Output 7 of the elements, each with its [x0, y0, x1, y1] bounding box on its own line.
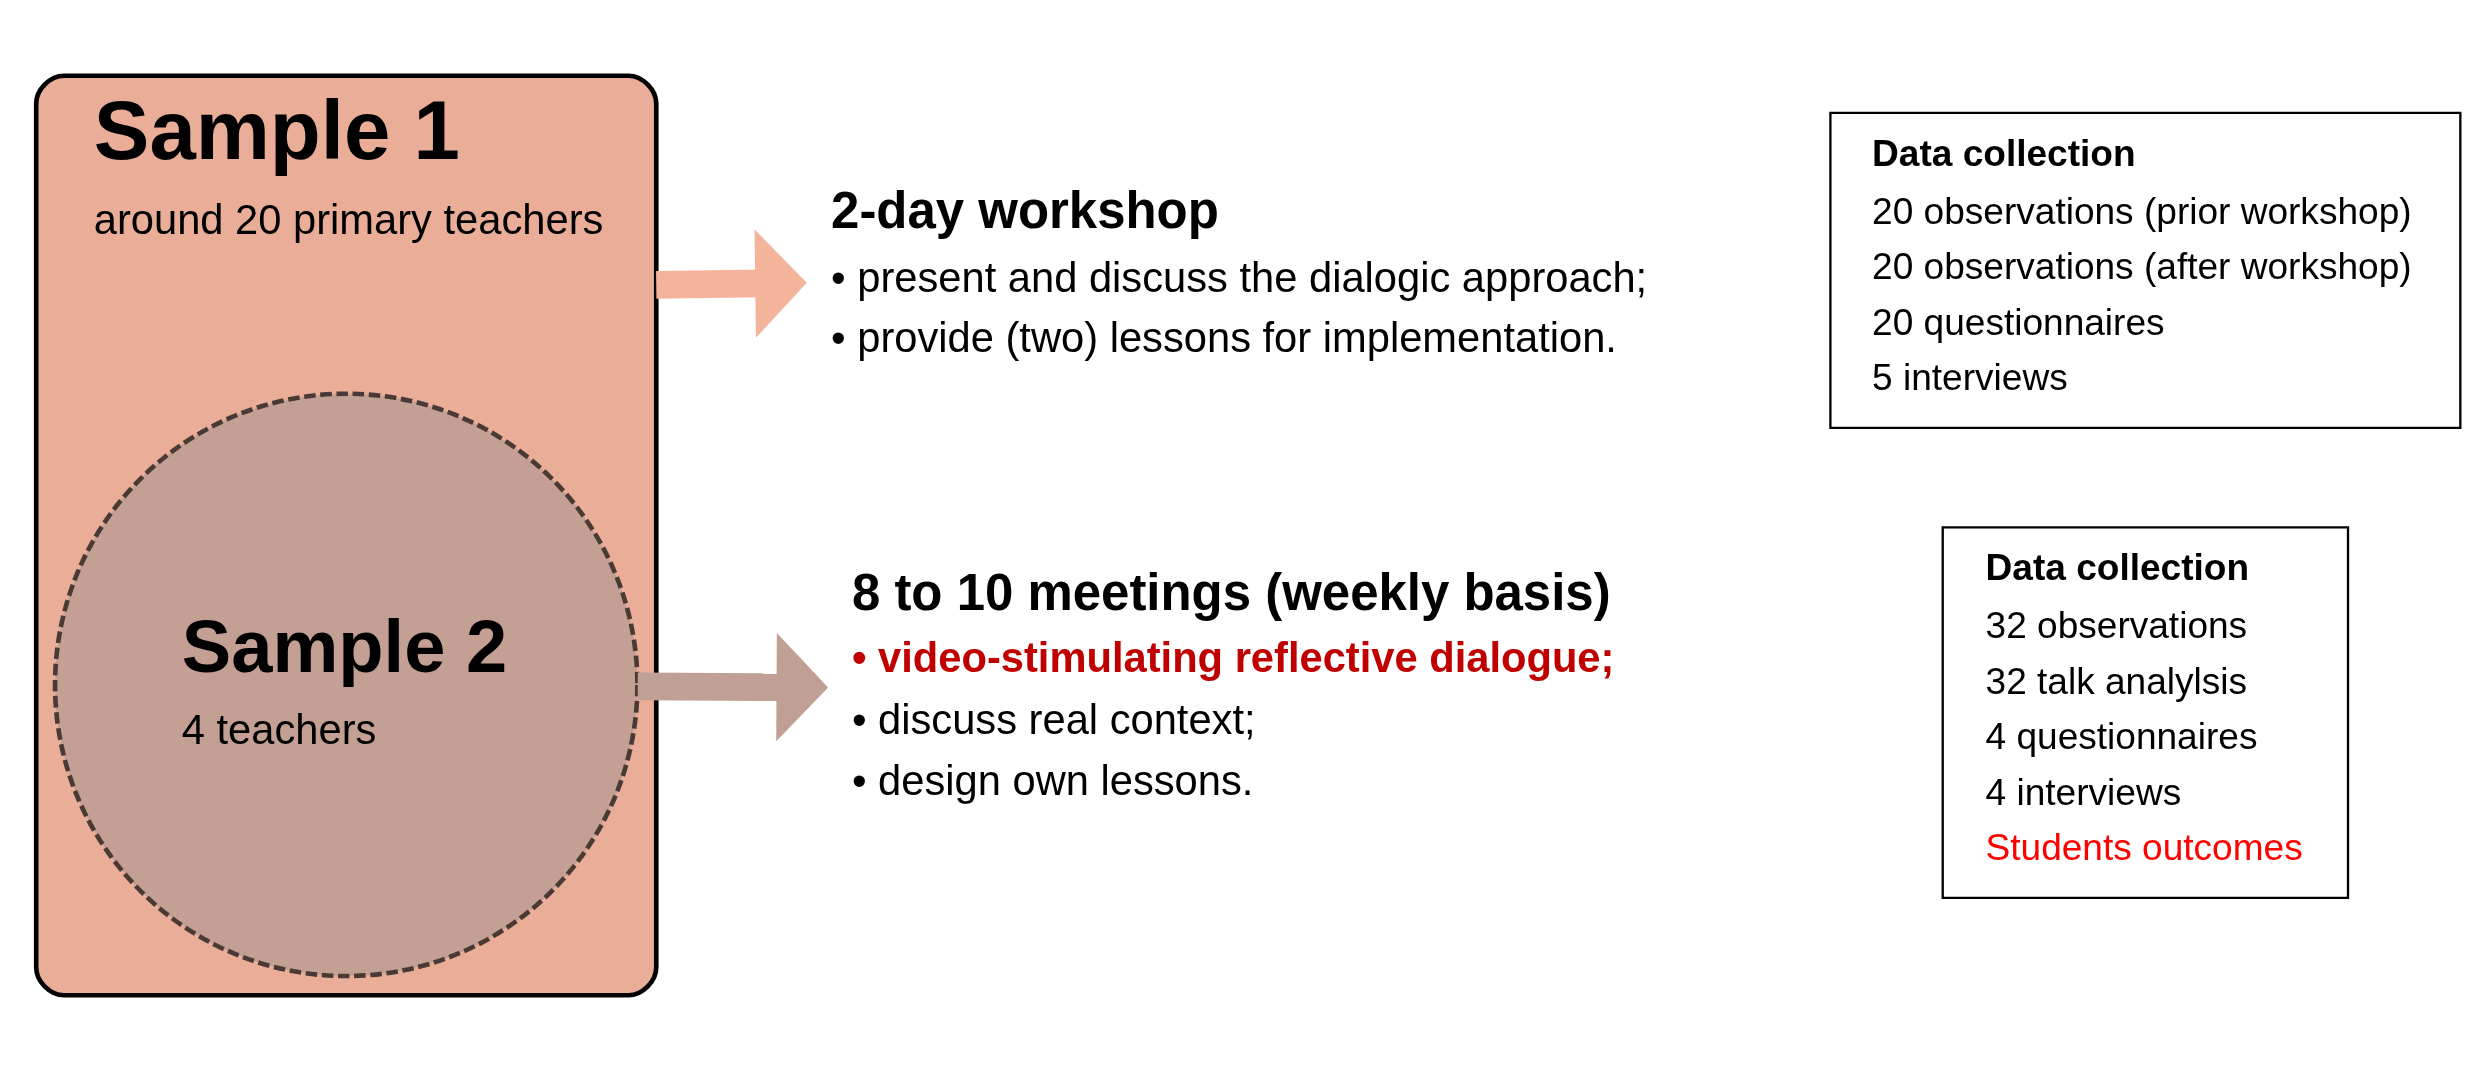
- node-text: 8 to 10 meetings (weekly basis) • video-stimulating reflective dialogue; • discuss real context; • design own lessons.: [851, 563, 1615, 804]
- node-box: Data collection 32 observations 32 talk analylsis 4 questionnaires 4 interviews Students outcomes: [1941, 526, 2350, 900]
- arrow: [637, 632, 829, 742]
- node-circle: Sample 2 4 teachers: [52, 391, 640, 979]
- node-box: Data collection 20 observations (prior workshop) 20 observations (after workshop) 20 questionnaires 5 interviews: [1829, 111, 2462, 429]
- arrow: [656, 229, 807, 338]
- node-text: 2-day workshop • present and discuss the dialogic approach; • provide (two) lessons for implementation.: [831, 181, 1648, 362]
